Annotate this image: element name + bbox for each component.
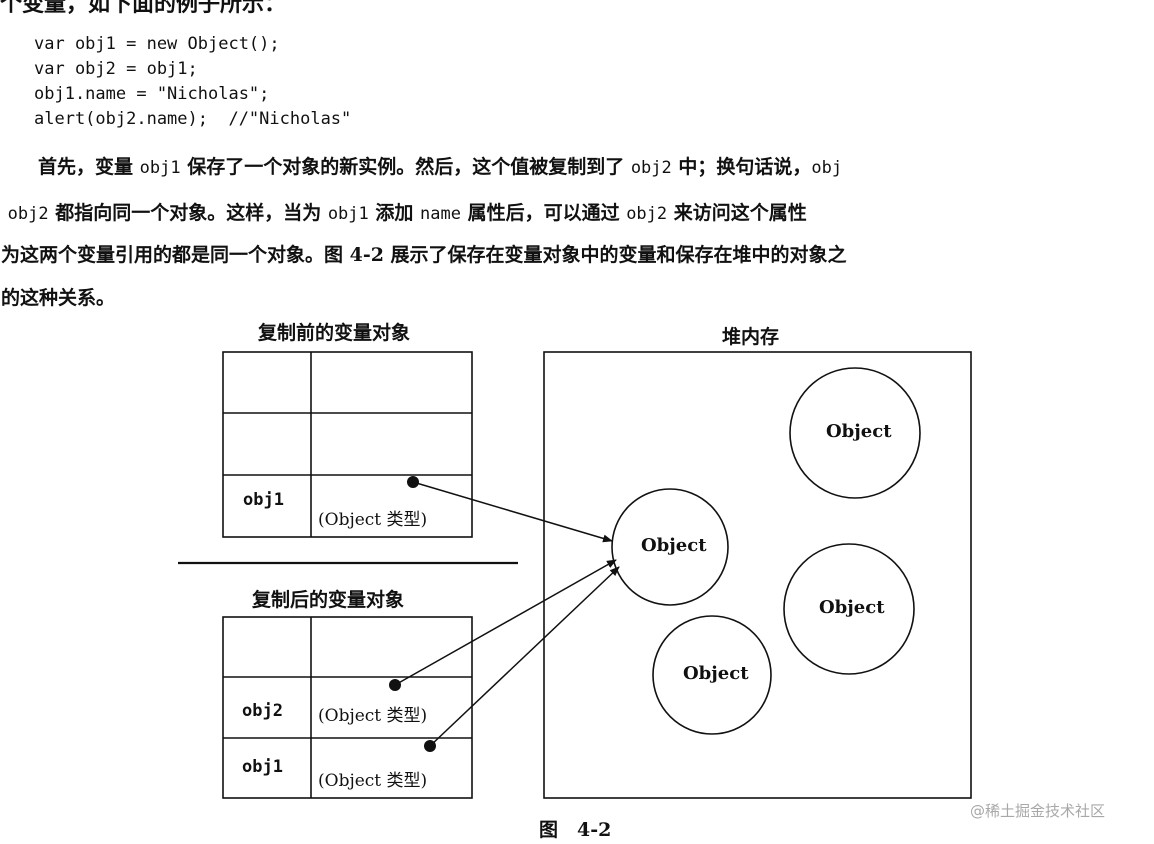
figure-caption: 图 4-2 xyxy=(539,819,612,841)
code-line: var obj1 = new Object(); xyxy=(34,34,280,54)
paragraph-line-4: 间的这种关系。 xyxy=(0,287,116,309)
paragraph-line-3: 因为这两个变量引用的都是同一个对象。图 4-2 展示了保存在变量对象中的变量和保… xyxy=(0,244,847,266)
reference-arrow xyxy=(412,481,613,543)
heap-title: 堆内存 xyxy=(722,326,780,348)
before-var-name: obj1 xyxy=(243,490,284,510)
heap-object-label: Object xyxy=(683,663,749,684)
after-table-title: 复制后的变量对象 xyxy=(252,589,405,611)
code-block: var obj1 = new Object(); var obj2 = obj1… xyxy=(34,32,351,132)
before-variable-table xyxy=(222,351,473,538)
after-var-value-obj2: (Object 类型) xyxy=(318,706,428,726)
heap-object-circle xyxy=(611,488,729,606)
heading-fragment: 个变量，如下面的例子所示： xyxy=(0,0,287,17)
heap-object-circle xyxy=(783,543,915,675)
code-line: obj1.name = "Nicholas"; xyxy=(34,84,270,104)
after-var-name-obj1: obj1 xyxy=(242,757,283,777)
paragraph-line-1: 首先，变量 obj1 保存了一个对象的新实例。然后，这个值被复制到了 obj2 … xyxy=(38,156,843,178)
code-line: var obj2 = obj1; xyxy=(34,59,198,79)
heap-object-label: Object xyxy=(826,421,892,442)
reference-arrow xyxy=(429,566,620,747)
paragraph-line-2: 和 obj2 都指向同一个对象。这样，当为 obj1 添加 name 属性后，可… xyxy=(0,202,807,224)
heap-object-circle xyxy=(789,367,921,499)
after-var-value-obj1: (Object 类型) xyxy=(318,771,428,791)
heap-memory-box xyxy=(543,351,972,799)
after-var-name-obj2: obj2 xyxy=(242,701,283,721)
heap-object-label: Object xyxy=(819,597,885,618)
reference-arrow xyxy=(394,559,617,686)
before-table-title: 复制前的变量对象 xyxy=(258,322,411,344)
watermark: @稀土掘金技术社区 xyxy=(970,802,1106,820)
after-variable-table xyxy=(222,616,473,799)
heap-object-label: Object xyxy=(641,535,707,556)
heap-object-circle xyxy=(652,615,772,735)
code-line: alert(obj2.name); //"Nicholas" xyxy=(34,109,352,129)
before-var-value: (Object 类型) xyxy=(318,510,428,530)
